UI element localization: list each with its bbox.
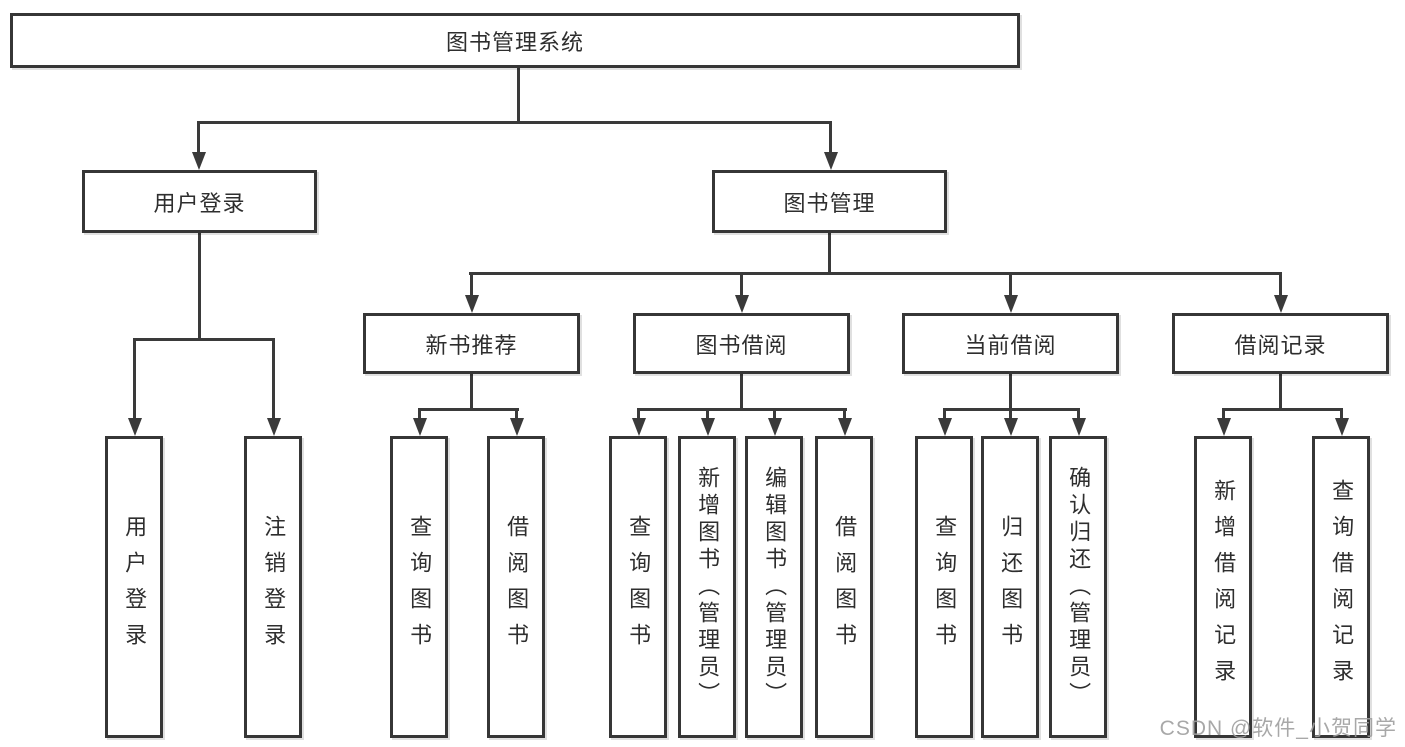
connector-arrow: [1340, 408, 1343, 418]
node-label: 用户登录: [122, 515, 148, 659]
node-book-borrow: 图书借阅: [633, 313, 850, 374]
leaf-query-books-current: 查询图书: [915, 436, 973, 738]
node-label: 注销登录: [261, 515, 287, 659]
node-label: 新书推荐: [425, 332, 518, 358]
node-label: 图书管理系统: [445, 29, 584, 55]
node-label: 查询借阅记录: [1329, 479, 1355, 695]
connector-line: [637, 408, 847, 411]
node-user-login: 用户登录: [82, 170, 317, 233]
csdn-watermark: CSDN @软件_小贺同学: [1159, 717, 1397, 740]
node-new-book-recommend: 新书推荐: [363, 313, 580, 374]
connector-arrow: [773, 408, 776, 418]
leaf-query-borrow-record: 查询借阅记录: [1312, 436, 1370, 738]
leaf-borrow-books: 借阅图书: [815, 436, 873, 738]
leaf-edit-books-admin: 编辑图书（管理员）: [745, 436, 803, 738]
node-label: 查询图书: [407, 515, 433, 659]
connector-line: [198, 233, 201, 338]
connector-line: [469, 272, 1282, 275]
connector-line: [198, 121, 832, 124]
connector-arrow: [706, 408, 709, 418]
node-label: 借阅记录: [1234, 332, 1327, 358]
connector-arrow: [943, 408, 946, 418]
leaf-query-books-borrow: 查询图书: [609, 436, 667, 738]
connector-line: [470, 374, 473, 408]
leaf-logout: 注销登录: [244, 436, 302, 738]
connector-line: [1279, 374, 1282, 408]
node-label: 图书借阅: [695, 332, 788, 358]
connector-arrow: [1009, 272, 1012, 295]
connector-line: [1009, 374, 1012, 408]
connector-arrow: [1009, 408, 1012, 418]
connector-arrow: [470, 272, 473, 295]
node-label: 新增图书（管理员）: [695, 465, 721, 709]
node-label: 新增借阅记录: [1211, 479, 1237, 695]
leaf-borrow-books-recommend: 借阅图书: [487, 436, 545, 738]
connector-line: [133, 338, 275, 341]
node-label: 查询图书: [932, 515, 958, 659]
connector-arrow: [197, 121, 200, 152]
connector-arrow: [1279, 272, 1282, 295]
leaf-add-books-admin: 新增图书（管理员）: [678, 436, 736, 738]
connector-line: [418, 408, 519, 411]
node-label: 图书管理: [783, 190, 876, 216]
connector-arrow: [515, 408, 518, 418]
node-root-library-system: 图书管理系统: [10, 13, 1020, 68]
leaf-add-borrow-record: 新增借阅记录: [1194, 436, 1252, 738]
node-label: 借阅图书: [504, 515, 530, 659]
connector-line: [1222, 408, 1343, 411]
connector-line: [740, 374, 743, 408]
leaf-confirm-return-admin: 确认归还（管理员）: [1049, 436, 1107, 738]
node-label: 用户登录: [153, 190, 246, 216]
node-label: 当前借阅: [964, 332, 1057, 358]
node-label: 确认归还（管理员）: [1066, 465, 1092, 709]
connector-arrow: [272, 338, 275, 418]
node-current-borrow: 当前借阅: [902, 313, 1119, 374]
connector-arrow: [829, 121, 832, 152]
connector-arrow: [1222, 408, 1225, 418]
connector-arrow: [418, 408, 421, 418]
connector-arrow: [637, 408, 640, 418]
connector-arrow: [133, 338, 136, 418]
connector-arrow: [740, 272, 743, 295]
node-borrow-record: 借阅记录: [1172, 313, 1389, 374]
node-label: 借阅图书: [832, 515, 858, 659]
leaf-user-login: 用户登录: [105, 436, 163, 738]
node-label: 查询图书: [626, 515, 652, 659]
node-book-management: 图书管理: [712, 170, 947, 233]
node-label: 归还图书: [998, 515, 1024, 659]
connector-line: [828, 233, 831, 272]
node-label: 编辑图书（管理员）: [762, 465, 788, 709]
connector-line: [517, 68, 520, 121]
connector-arrow: [843, 408, 846, 418]
leaf-query-books-recommend: 查询图书: [390, 436, 448, 738]
leaf-return-books: 归还图书: [981, 436, 1039, 738]
connector-arrow: [1077, 408, 1080, 418]
